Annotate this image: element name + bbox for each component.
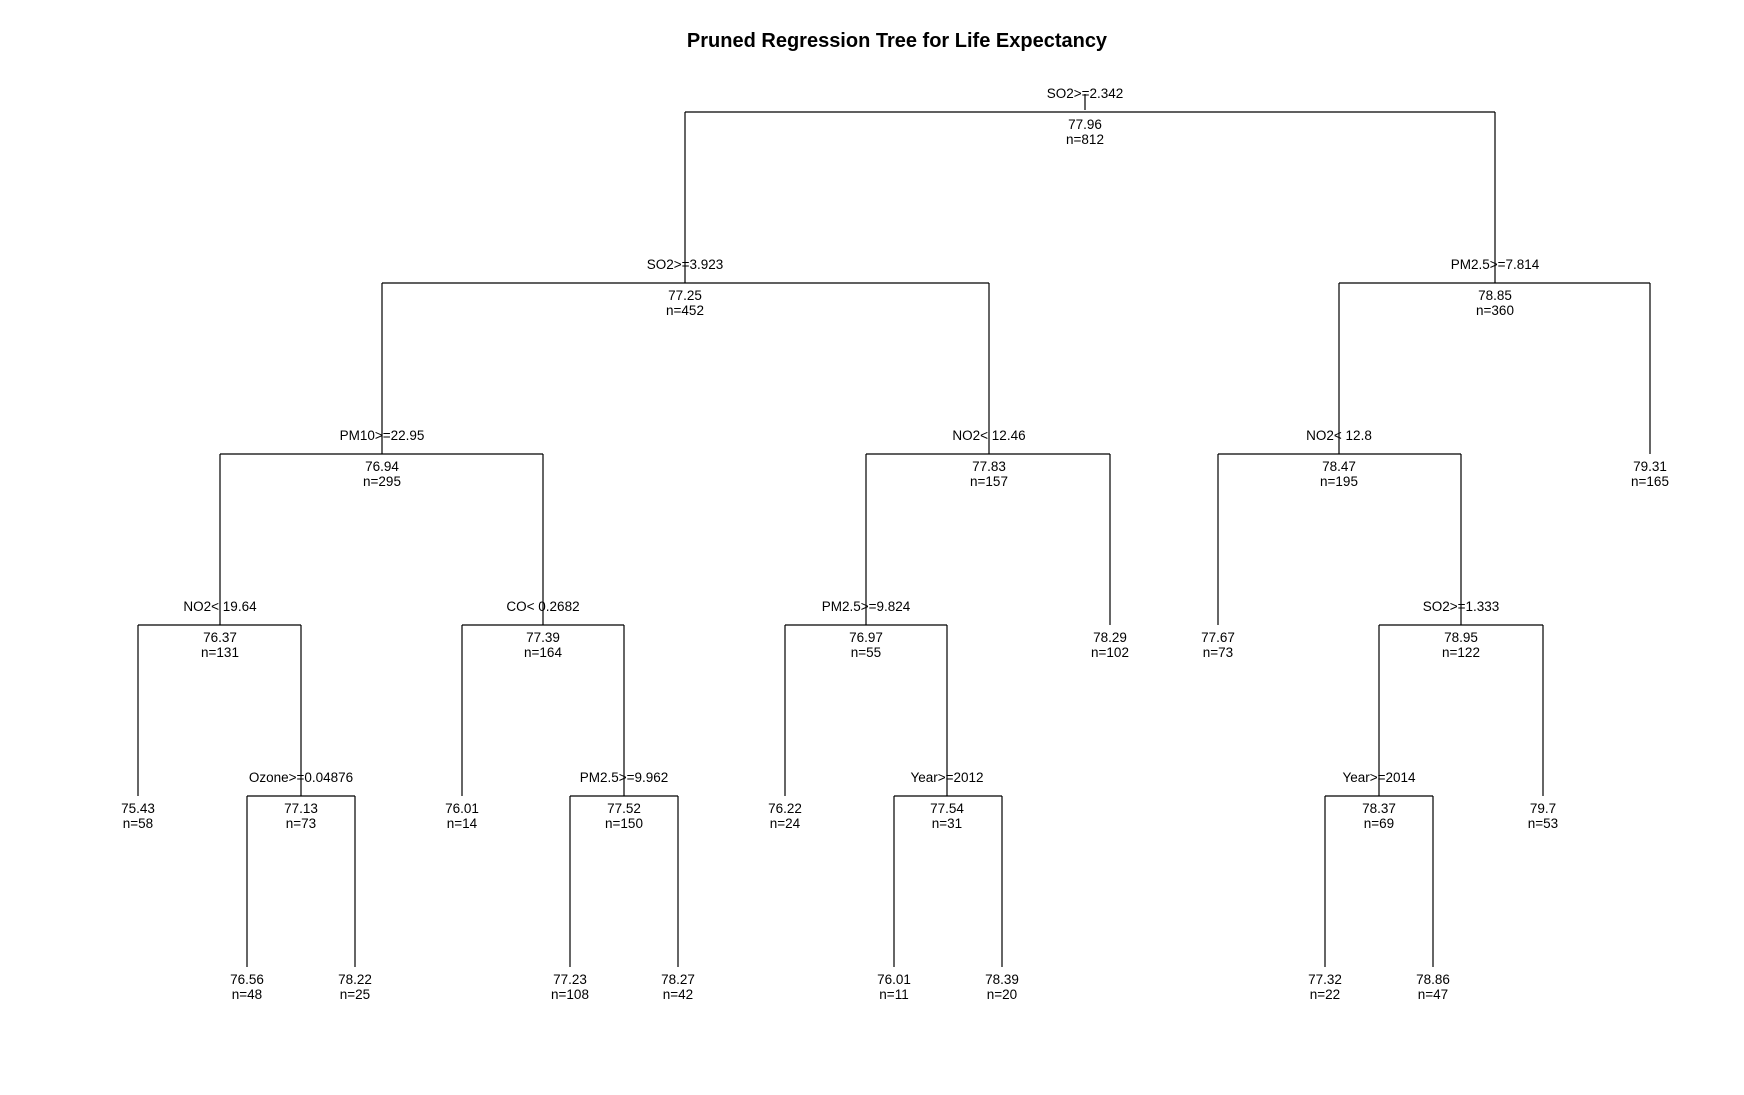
node-value-n1: 77.25 [668, 288, 702, 303]
node-count-n12: n=122 [1442, 645, 1480, 660]
node-value-l10: 78.29 [1093, 630, 1127, 645]
split-label-n13: Year>=2014 [1342, 770, 1416, 785]
diagram-title: Pruned Regression Tree for Life Expectan… [687, 30, 1108, 52]
node-value-l11: 77.67 [1201, 630, 1235, 645]
node-count-n6: n=150 [605, 816, 643, 831]
node-value-l1: 75.43 [121, 801, 155, 816]
node-count-l8: n=11 [879, 987, 908, 1002]
split-label-n1: SO2>=3.923 [647, 257, 724, 272]
node-count-l15: n=165 [1631, 474, 1669, 489]
node-count-l12: n=22 [1310, 987, 1340, 1002]
node-count-n5: n=164 [524, 645, 562, 660]
node-count-n8: n=55 [851, 645, 881, 660]
node-count-l4: n=14 [447, 816, 478, 831]
node-count-n11: n=195 [1320, 474, 1358, 489]
node-value-l13: 78.86 [1416, 972, 1450, 987]
node-value-l7: 76.22 [768, 801, 802, 816]
split-label-n12: SO2>=1.333 [1423, 599, 1500, 614]
node-count-l5: n=108 [551, 987, 589, 1002]
node-count-l7: n=24 [770, 816, 801, 831]
split-label-n11: NO2< 12.8 [1306, 428, 1372, 443]
split-label-n6: PM2.5>=9.962 [580, 770, 669, 785]
node-count-l2: n=48 [232, 987, 262, 1002]
node-value-l4: 76.01 [445, 801, 479, 816]
split-label-n8: PM2.5>=9.824 [822, 599, 911, 614]
node-count-l13: n=47 [1418, 987, 1448, 1002]
node-count-n1: n=452 [666, 303, 704, 318]
split-label-n7: NO2< 12.46 [952, 428, 1025, 443]
node-value-l5: 77.23 [553, 972, 587, 987]
node-value-n8: 76.97 [849, 630, 883, 645]
node-count-l10: n=102 [1091, 645, 1129, 660]
node-value-n12: 78.95 [1444, 630, 1478, 645]
node-value-n11: 78.47 [1322, 459, 1356, 474]
node-value-n2: 76.94 [365, 459, 399, 474]
node-value-n7: 77.83 [972, 459, 1006, 474]
node-count-n7: n=157 [970, 474, 1008, 489]
node-value-n13: 78.37 [1362, 801, 1396, 816]
node-value-n3: 76.37 [203, 630, 237, 645]
node-value-n5: 77.39 [526, 630, 560, 645]
node-value-root: 77.96 [1068, 117, 1102, 132]
split-label-n9: Year>=2012 [910, 770, 983, 785]
node-value-l3: 78.22 [338, 972, 372, 987]
node-count-l9: n=20 [987, 987, 1017, 1002]
node-value-n4: 77.13 [284, 801, 318, 816]
split-label-n5: CO< 0.2682 [506, 599, 579, 614]
node-value-n10: 78.85 [1478, 288, 1512, 303]
split-label-root: SO2>=2.342 [1047, 86, 1124, 101]
node-count-l11: n=73 [1203, 645, 1233, 660]
node-count-l14: n=53 [1528, 816, 1558, 831]
node-value-n6: 77.52 [607, 801, 641, 816]
tree-edges [137, 94, 1651, 967]
node-count-root: n=812 [1066, 132, 1104, 147]
node-count-l3: n=25 [340, 987, 370, 1002]
node-value-n9: 77.54 [930, 801, 964, 816]
node-value-l8: 76.01 [877, 972, 911, 987]
node-value-l6: 78.27 [661, 972, 695, 987]
node-count-n2: n=295 [363, 474, 401, 489]
node-count-n4: n=73 [286, 816, 316, 831]
node-count-n3: n=131 [201, 645, 239, 660]
node-value-l9: 78.39 [985, 972, 1019, 987]
split-label-n4: Ozone>=0.04876 [249, 770, 353, 785]
split-label-n2: PM10>=22.95 [340, 428, 425, 443]
node-value-l12: 77.32 [1308, 972, 1342, 987]
node-count-l1: n=58 [123, 816, 153, 831]
node-value-l15: 79.31 [1633, 459, 1667, 474]
split-label-n3: NO2< 19.64 [183, 599, 257, 614]
split-label-n10: PM2.5>=7.814 [1451, 257, 1540, 272]
node-value-l2: 76.56 [230, 972, 264, 987]
node-count-n13: n=69 [1364, 816, 1394, 831]
node-count-n10: n=360 [1476, 303, 1514, 318]
node-count-l6: n=42 [663, 987, 693, 1002]
node-value-l14: 79.7 [1530, 801, 1556, 816]
node-count-n9: n=31 [932, 816, 962, 831]
